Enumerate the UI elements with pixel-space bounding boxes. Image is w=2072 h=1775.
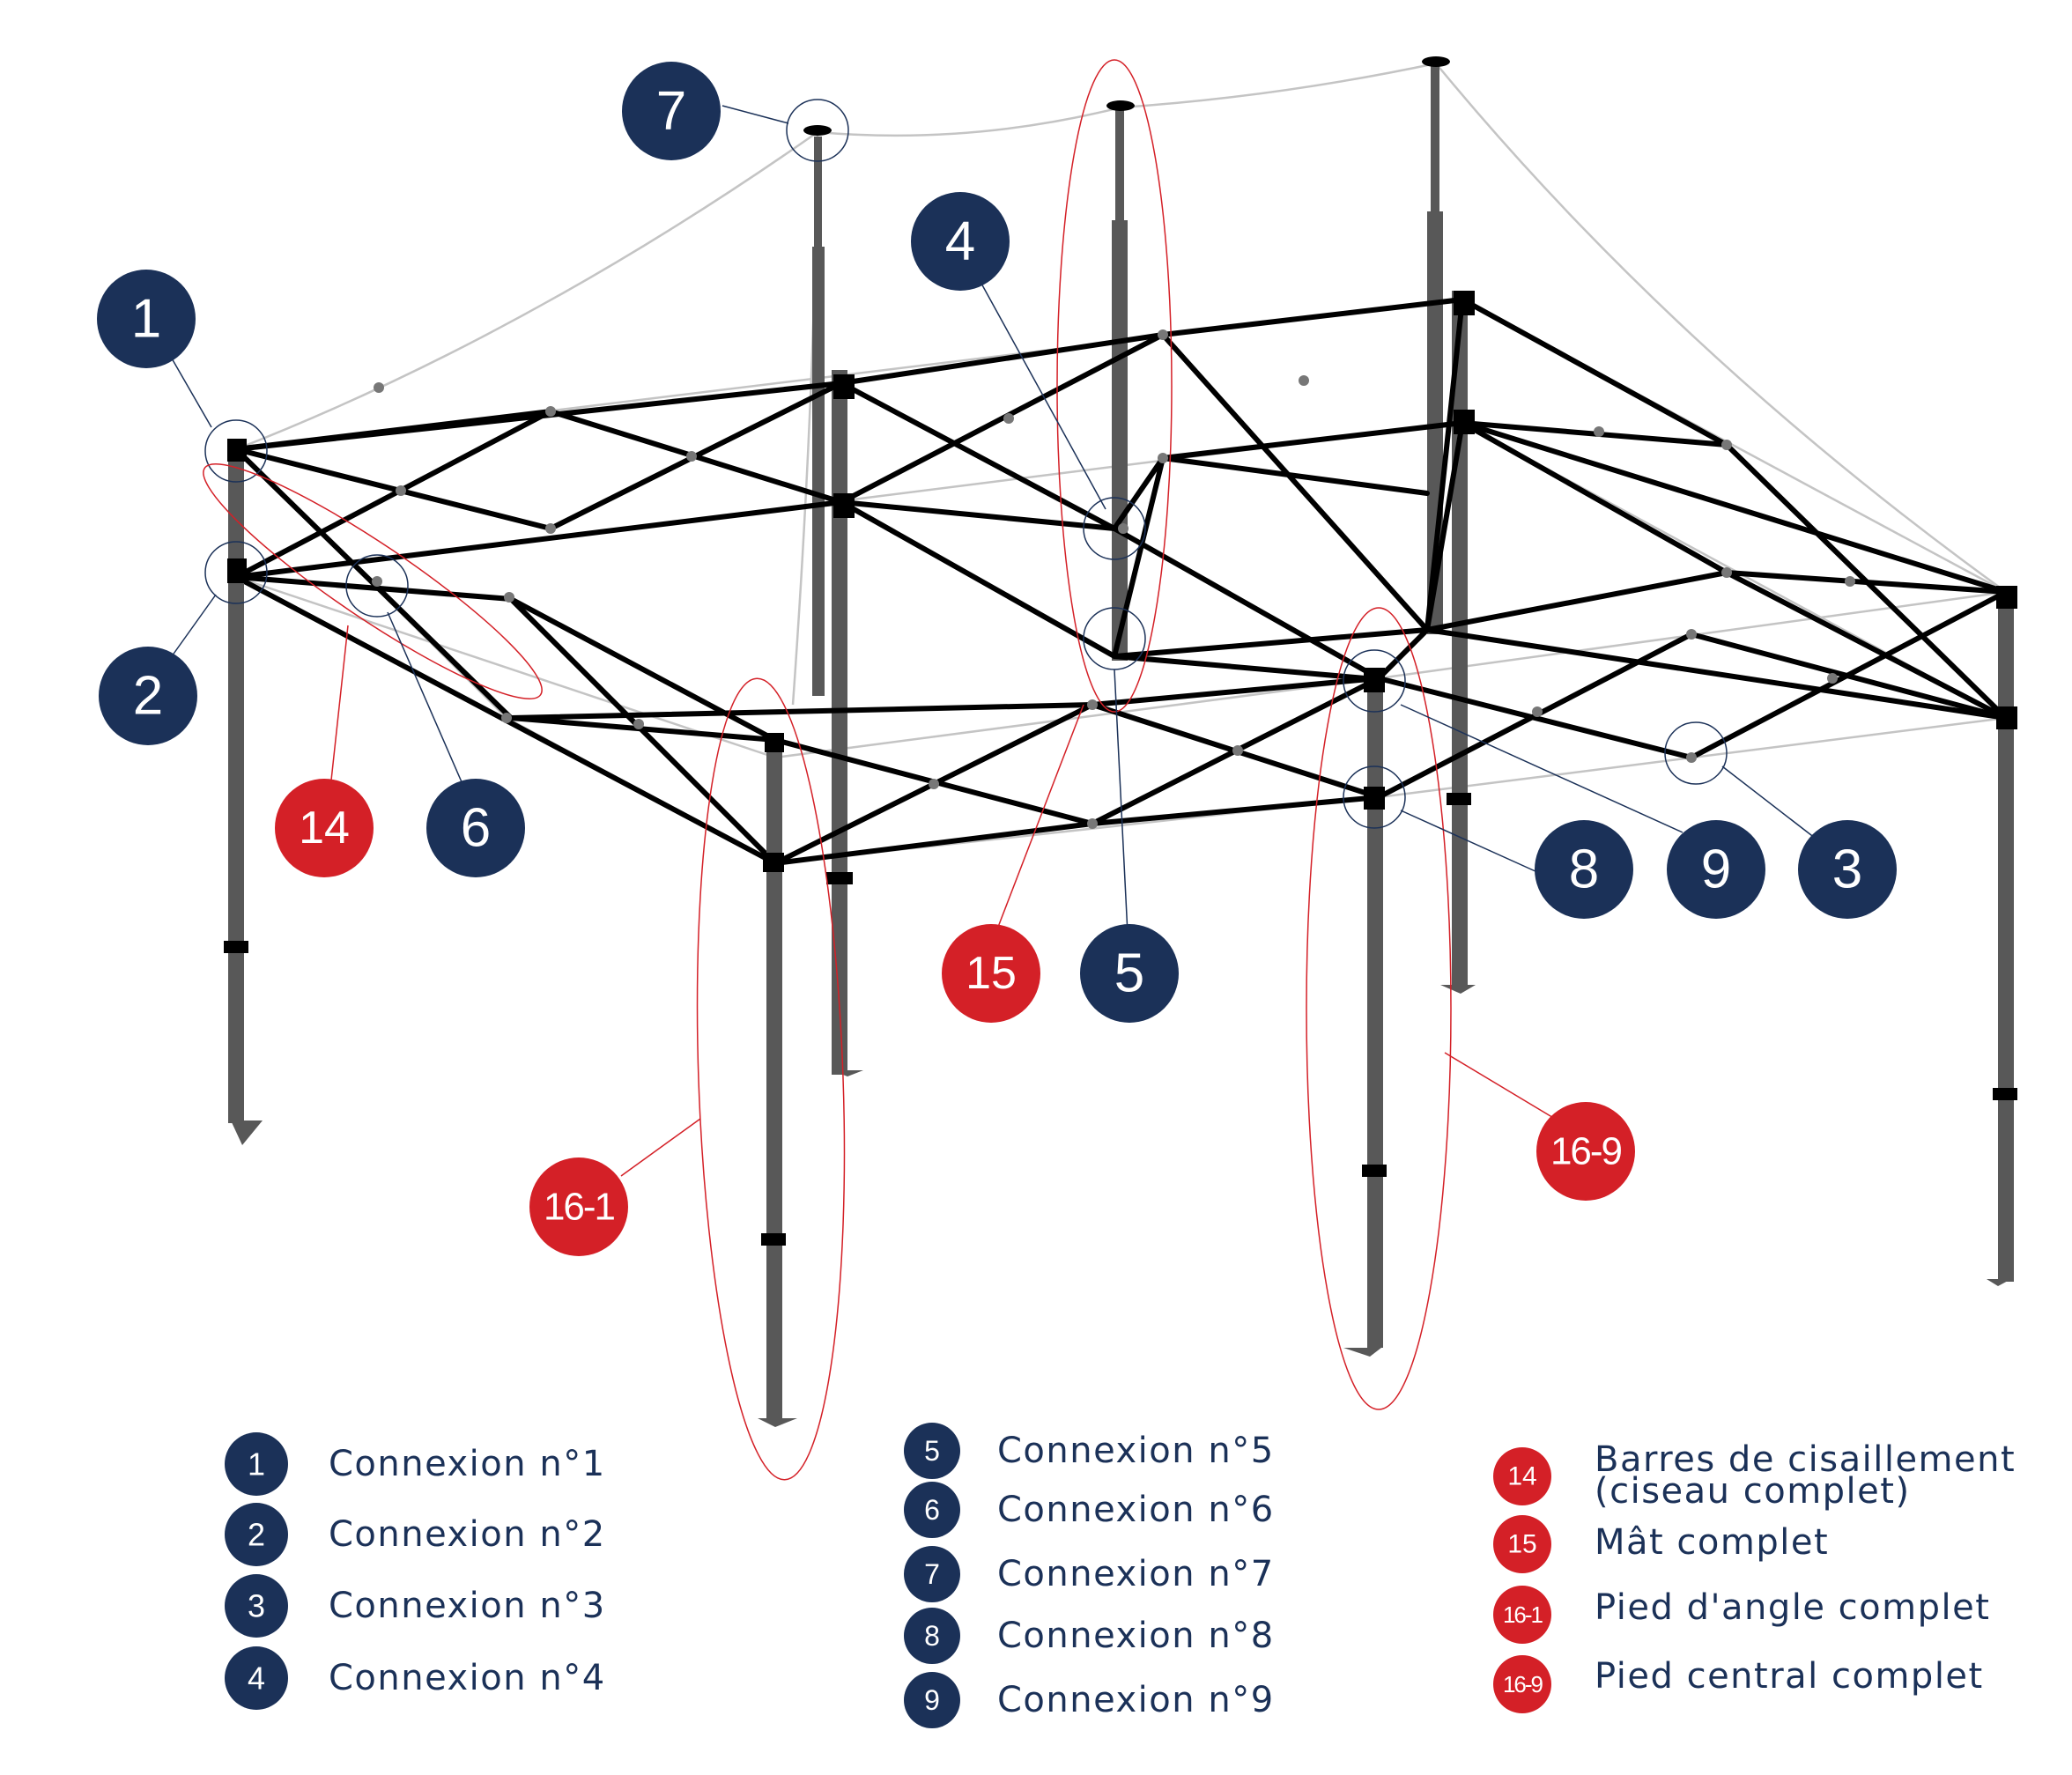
legend-badge: 2 bbox=[248, 1517, 265, 1553]
legend-badge: 16-9 bbox=[1503, 1671, 1543, 1697]
legend-item-connexion-1: 1 Connexion n°1 bbox=[225, 1432, 606, 1496]
legend-item-connexion-2: 2 Connexion n°2 bbox=[225, 1503, 606, 1566]
legend-label: Pied central complet bbox=[1595, 1656, 1984, 1697]
callout-14-label: 14 bbox=[299, 802, 350, 854]
legend-label-line2: (ciseau complet) bbox=[1595, 1471, 1911, 1512]
legend-item-connexion-3: 3 Connexion n°3 bbox=[225, 1574, 606, 1638]
legend-badge: 15 bbox=[1507, 1530, 1536, 1559]
callout-4-label: 4 bbox=[945, 211, 975, 272]
callout-16-1-label: 16-1 bbox=[544, 1186, 615, 1229]
legend-item-connexion-8: 8 Connexion n°8 bbox=[904, 1608, 1275, 1664]
callout-9-label: 9 bbox=[1701, 839, 1731, 900]
front-legs bbox=[224, 445, 2017, 1427]
legend-badge: 16-1 bbox=[1503, 1601, 1543, 1628]
legend-badge: 7 bbox=[924, 1558, 940, 1590]
legend-label: Connexion n°6 bbox=[997, 1490, 1275, 1530]
legend-badge: 9 bbox=[924, 1684, 940, 1716]
legend-item-part-16-9: 16-9 Pied central complet bbox=[1493, 1655, 1984, 1713]
legend-item-part-14: 14 Barres de cisaillement (ciseau comple… bbox=[1493, 1439, 2016, 1512]
legend-label: Mât complet bbox=[1595, 1522, 1829, 1563]
legend-label: Connexion n°2 bbox=[329, 1514, 606, 1555]
callout-8-label: 8 bbox=[1569, 839, 1599, 900]
legend-badge: 3 bbox=[248, 1588, 265, 1624]
hinge-points bbox=[372, 329, 1855, 829]
callout-4: 4 bbox=[911, 192, 1010, 291]
legend-label: Connexion n°3 bbox=[329, 1586, 606, 1626]
connectors bbox=[227, 291, 2017, 872]
legend-item-connexion-5: 5 Connexion n°5 bbox=[904, 1423, 1275, 1479]
legend-label: Connexion n°4 bbox=[329, 1658, 606, 1698]
legend-badge: 5 bbox=[924, 1435, 940, 1467]
callout-3: 3 bbox=[1798, 820, 1897, 919]
legend-badge: 4 bbox=[248, 1660, 265, 1697]
callout-16-9: 16-9 bbox=[1536, 1102, 1635, 1201]
legend-label: Connexion n°5 bbox=[997, 1431, 1275, 1471]
callout-badges: 1 2 7 4 14 6 15 5 bbox=[97, 62, 1897, 1256]
part-ellipses bbox=[203, 59, 1452, 1481]
callout-2: 2 bbox=[99, 647, 197, 745]
callout-8: 8 bbox=[1535, 820, 1633, 919]
legend-label: Connexion n°1 bbox=[329, 1444, 606, 1484]
legend-item-connexion-4: 4 Connexion n°4 bbox=[225, 1646, 606, 1710]
legend-item-part-15: 15 Mât complet bbox=[1493, 1515, 1829, 1573]
callout-3-label: 3 bbox=[1832, 839, 1862, 900]
callout-15: 15 bbox=[942, 924, 1040, 1023]
callout-2-label: 2 bbox=[133, 666, 163, 727]
callout-1-label: 1 bbox=[131, 289, 161, 350]
legend: 1 Connexion n°1 2 Connexion n°2 3 Connex… bbox=[225, 1423, 2016, 1728]
callout-5: 5 bbox=[1080, 924, 1179, 1023]
legend-label: Connexion n°8 bbox=[997, 1616, 1275, 1656]
callout-1: 1 bbox=[97, 270, 196, 368]
callout-6: 6 bbox=[426, 779, 525, 877]
callout-9: 9 bbox=[1667, 820, 1765, 919]
callout-15-label: 15 bbox=[966, 948, 1017, 999]
connection-circles bbox=[204, 99, 1728, 829]
callout-14: 14 bbox=[275, 779, 374, 877]
legend-item-connexion-6: 6 Connexion n°6 bbox=[904, 1482, 1275, 1538]
legend-badge: 1 bbox=[248, 1446, 265, 1483]
callout-7: 7 bbox=[622, 62, 721, 160]
callout-16-9-label: 16-9 bbox=[1550, 1130, 1622, 1173]
legend-item-connexion-7: 7 Connexion n°7 bbox=[904, 1546, 1275, 1602]
callout-6-label: 6 bbox=[461, 798, 491, 859]
legend-badge: 6 bbox=[924, 1494, 940, 1526]
callout-7-label: 7 bbox=[656, 81, 686, 142]
legend-label: Barres de cisaillement bbox=[1595, 1439, 2016, 1480]
legend-item-part-16-1: 16-1 Pied d'angle complet bbox=[1493, 1586, 1990, 1644]
legend-item-connexion-9: 9 Connexion n°9 bbox=[904, 1672, 1275, 1728]
callout-16-1: 16-1 bbox=[529, 1157, 628, 1256]
legend-badge: 14 bbox=[1507, 1462, 1536, 1491]
scissor-truss bbox=[233, 297, 2009, 866]
legend-label: Connexion n°7 bbox=[997, 1554, 1275, 1594]
legend-label: Pied d'angle complet bbox=[1595, 1587, 1990, 1628]
legend-badge: 8 bbox=[924, 1620, 940, 1652]
callout-5-label: 5 bbox=[1114, 943, 1144, 1004]
pole-caps bbox=[803, 56, 1450, 136]
legend-label: Connexion n°9 bbox=[997, 1680, 1275, 1720]
